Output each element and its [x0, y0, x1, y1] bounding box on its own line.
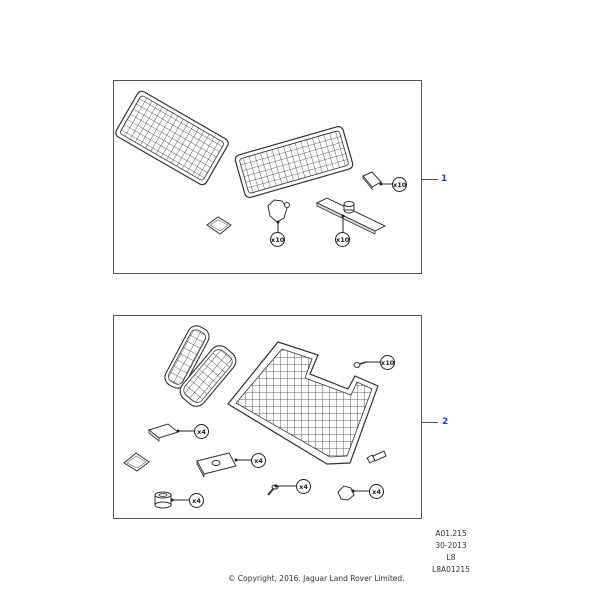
adhesive-patch-icon: [206, 216, 232, 235]
large-mesh-grille-right: [234, 126, 354, 198]
copyright-text: © Copyright, 2016. Jaguar Land Rover Lim…: [228, 574, 405, 583]
ref-line-3: L8: [446, 553, 456, 562]
callout-1-label[interactable]: 1: [441, 174, 448, 184]
callout-1-leader: [422, 179, 438, 180]
rectangular-pad-2-icon: [147, 423, 194, 442]
stepped-mesh-panel: [227, 341, 379, 465]
qty-badge-plate: x4: [251, 453, 266, 468]
push-fastener-clip-2-icon: [337, 485, 369, 501]
ref-line-2: 30-2013: [435, 541, 467, 550]
callout-2-label[interactable]: 2: [442, 417, 449, 427]
ref-line-1: A01.215: [435, 529, 467, 538]
qty-badge-clip: x10: [270, 232, 285, 247]
push-fastener-clip-icon: [267, 199, 290, 232]
mounting-strip-icon: [315, 197, 387, 235]
callout-2-leader: [422, 422, 438, 423]
narrow-mesh-grille-right: [179, 345, 237, 407]
adhesive-patch-2-icon: [123, 452, 150, 472]
qty-badge-strip: x10: [335, 232, 350, 247]
small-screw-icon: [353, 361, 380, 368]
qty-badge-screw: x10: [380, 355, 395, 370]
mounting-plate-icon: [196, 452, 251, 478]
rectangular-pad-icon: [362, 171, 393, 191]
ref-line-4: L8A01215: [432, 565, 470, 574]
spacer-bushing-icon: [154, 491, 189, 509]
qty-badge-screw-washer: x4: [296, 479, 311, 494]
qty-badge-clip-2: x4: [369, 484, 384, 499]
hex-bolt-icon: [366, 450, 387, 464]
narrow-mesh-grille-left: [164, 325, 210, 389]
screw-with-washer-icon: [267, 484, 296, 496]
qty-badge-bushing: x4: [189, 493, 204, 508]
qty-badge-pad-2: x4: [194, 424, 209, 439]
large-mesh-grille-left: [115, 90, 229, 186]
qty-badge-pad: x10: [392, 177, 407, 192]
